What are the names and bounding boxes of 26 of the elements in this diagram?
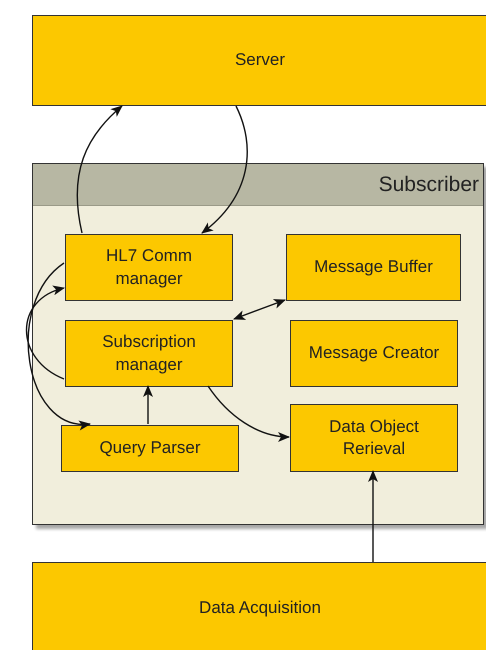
arrow [201, 106, 248, 234]
arrow [233, 299, 286, 320]
component-box [65, 320, 233, 387]
component-label: HL7 Comm manager [105, 245, 193, 290]
arrow [368, 470, 378, 562]
component-label: Server [234, 49, 286, 72]
arrow [28, 262, 91, 429]
component-box [290, 404, 458, 472]
component-label: Message Buffer [314, 256, 433, 278]
component-box [32, 562, 486, 650]
arrow [26, 286, 65, 380]
component-label: Query Parser [99, 437, 201, 460]
component-box [32, 15, 486, 106]
arrow [76, 105, 123, 234]
component-label: Data Object Rerieval [328, 416, 420, 460]
component-box [286, 234, 461, 301]
arrow [207, 386, 290, 442]
panel-title: Subscriber [378, 173, 479, 197]
component-label: Message Creator [308, 342, 440, 364]
component-label: Subscription manager [101, 331, 197, 376]
arrow [143, 385, 153, 424]
subsystem-panel [32, 163, 484, 525]
component-box [65, 234, 233, 301]
component-label: Data Acquisition [199, 596, 321, 619]
component-box [61, 425, 239, 472]
component-box [290, 320, 458, 387]
